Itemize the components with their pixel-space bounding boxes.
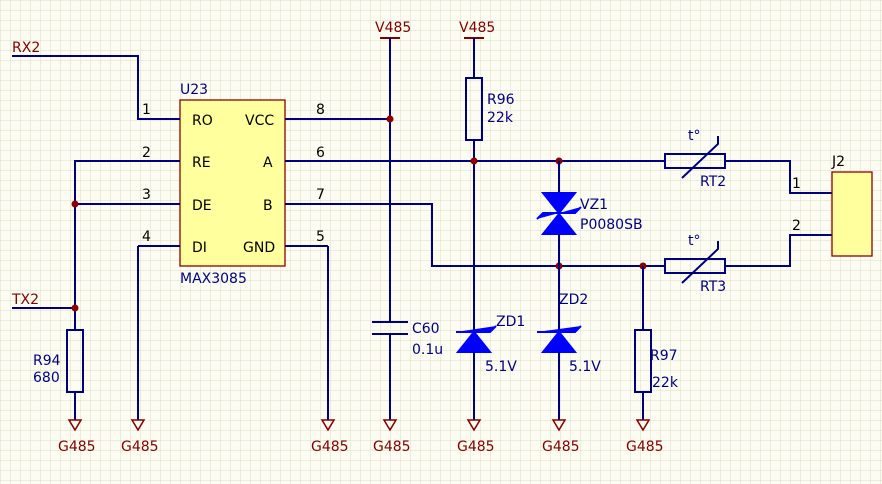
ic-designator: U23 <box>180 82 208 98</box>
thermistor-rt3[interactable]: t° RT3 <box>664 233 832 295</box>
tvs-vz1[interactable]: VZ1 P0080SB <box>536 161 643 332</box>
pin-number: 5 <box>316 229 325 245</box>
ground-label: G485 <box>121 439 159 455</box>
pin-number: 7 <box>316 187 325 203</box>
pin-name: A <box>263 155 273 171</box>
ground-icon: G485 <box>373 419 411 455</box>
ground-label: G485 <box>58 439 96 455</box>
c60-value: 0.1u <box>412 342 443 358</box>
ground-icon: G485 <box>457 419 495 455</box>
net-label-rx2: RX2 <box>12 40 40 56</box>
pin-number: 6 <box>316 145 325 161</box>
ground-label: G485 <box>457 439 495 455</box>
r96-value: 22k <box>487 110 514 126</box>
ic-u23[interactable]: U23 MAX3085 1 2 3 4 RO RE DE DI 8 6 7 5 … <box>138 82 328 287</box>
net-re-de[interactable] <box>71 160 139 330</box>
pin-name: DI <box>192 240 207 256</box>
r94-ref: R94 <box>33 353 61 369</box>
zener-zd1[interactable]: ZD1 5.1V <box>455 314 525 420</box>
resistor-r94[interactable]: R94 680 <box>33 329 84 420</box>
pin-name: GND <box>243 240 275 256</box>
thermistor-rt2[interactable]: t° RT2 <box>664 128 832 194</box>
power-label-v485: V485 <box>375 20 411 36</box>
j2-ref: J2 <box>831 154 845 170</box>
ground-symbols: G485 G485 G485 G485 G485 G485 G485 <box>58 419 664 455</box>
ground-icon: G485 <box>121 419 159 455</box>
r94-value: 680 <box>33 370 60 386</box>
ground-label: G485 <box>373 439 411 455</box>
ic-body <box>179 99 286 267</box>
c60-ref: C60 <box>412 321 440 337</box>
ground-label: G485 <box>311 439 349 455</box>
ground-label: G485 <box>542 439 580 455</box>
connector-j2[interactable]: J2 1 2 <box>792 154 873 257</box>
zd1-value: 5.1V <box>485 359 517 375</box>
j2-pin1: 1 <box>792 176 801 192</box>
j2-body <box>831 171 873 257</box>
j2-pin2: 2 <box>792 218 801 234</box>
pin-number: 1 <box>142 102 151 118</box>
pin-name: RE <box>192 155 211 171</box>
ground-icon: G485 <box>626 419 664 455</box>
capacitor-c60[interactable]: C60 0.1u <box>372 321 443 420</box>
net-vcc[interactable]: V485 <box>328 20 411 322</box>
ground-icon: G485 <box>311 419 349 455</box>
ground-icon: G485 <box>58 419 96 455</box>
zd1-ref: ZD1 <box>496 314 525 330</box>
zd2-value: 5.1V <box>569 359 601 375</box>
pin-number: 3 <box>142 187 151 203</box>
net-label-tx2: TX2 <box>11 292 39 308</box>
thermistor-symbol-icon: t° <box>688 128 701 144</box>
ground-icon: G485 <box>542 419 580 455</box>
rt3-ref: RT3 <box>700 279 726 295</box>
zener-zd2[interactable]: ZD2 5.1V <box>537 292 601 420</box>
r97-value: 22k <box>652 375 679 391</box>
pin-name: DE <box>192 198 212 214</box>
pin-number: 2 <box>142 145 151 161</box>
pin-name: RO <box>192 113 213 129</box>
pin-name: B <box>263 198 273 214</box>
vz1-ref: VZ1 <box>580 197 608 213</box>
pin-name: VCC <box>245 113 274 129</box>
power-label-v485: V485 <box>459 20 495 36</box>
pin-number: 4 <box>142 229 151 245</box>
ic-part-number: MAX3085 <box>180 271 247 287</box>
ground-label: G485 <box>626 439 664 455</box>
net-tx2[interactable]: TX2 <box>11 292 75 309</box>
zd2-ref: ZD2 <box>559 292 588 308</box>
r96-ref: R96 <box>487 92 515 108</box>
r97-ref: R97 <box>650 348 678 364</box>
resistor-r97[interactable]: R97 22k <box>634 266 679 420</box>
rt2-ref: RT2 <box>700 174 726 190</box>
thermistor-symbol-icon: t° <box>688 233 701 249</box>
vz1-value: P0080SB <box>580 217 643 233</box>
pin-number: 8 <box>316 102 325 118</box>
